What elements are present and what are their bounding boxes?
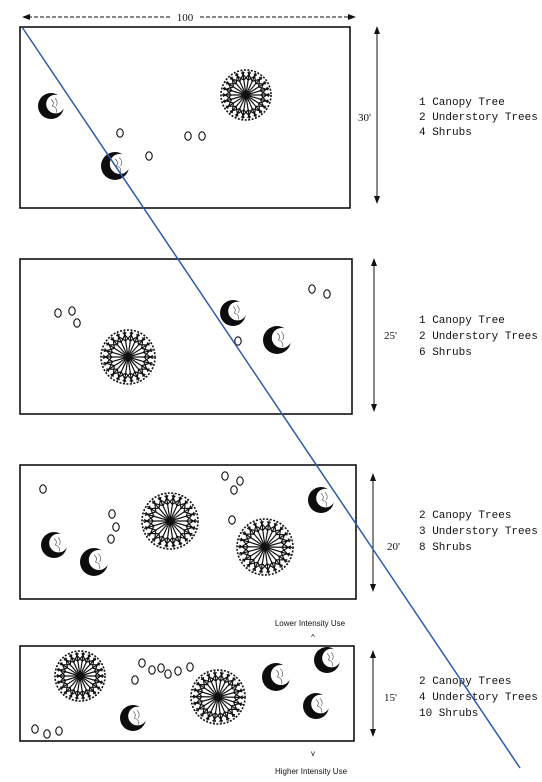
shrub-icon	[73, 318, 81, 328]
panel-3-legend: 2 Canopy Trees 3 Understory Trees 8 Shru…	[419, 510, 538, 554]
higher-intensity-label: Higher Intensity Use	[275, 767, 348, 776]
shrub-icon	[39, 484, 47, 494]
panel-4-legend-shrubs: 10 Shrubs	[419, 708, 478, 720]
shrub-icon	[184, 131, 192, 141]
shrub-icon	[43, 729, 51, 739]
higher-intensity-arrow: v	[311, 749, 315, 758]
shrub-icon	[112, 522, 120, 532]
shrub-icon	[54, 308, 62, 318]
panel-4: 15' 2 Canopy Trees 4 Understory Trees 10…	[19, 645, 538, 742]
panel-3-legend-shrubs: 8 Shrubs	[419, 542, 472, 554]
panel-1-legend-canopy: 1 Canopy Tree	[419, 97, 505, 109]
panel-2: 25' 1 Canopy Tree 2 Understory Trees 6 S…	[19, 258, 538, 415]
canopy-tree-icon	[141, 492, 199, 550]
panel-4-legend: 2 Canopy Trees 4 Understory Trees 10 Shr…	[419, 676, 538, 720]
shrub-icon	[31, 724, 39, 734]
canopy-tree-icon	[100, 329, 156, 385]
panel-2-legend-shrubs: 6 Shrubs	[419, 347, 472, 359]
shrub-icon	[107, 534, 115, 544]
shrub-icon	[138, 658, 146, 668]
shrub-icon	[230, 485, 238, 495]
understory-tree-icon	[303, 693, 330, 719]
shrub-icon	[164, 669, 172, 679]
panel-3-legend-canopy: 2 Canopy Trees	[419, 510, 511, 522]
panel-3-boundary	[19, 464, 357, 600]
shrub-icon	[174, 666, 182, 676]
understory-tree-icon	[120, 705, 147, 731]
understory-tree-icon	[308, 487, 335, 513]
panel-1-legend-shrubs: 4 Shrubs	[419, 127, 472, 139]
panel-3-depth-label: 20'	[387, 541, 400, 553]
panel-1-depth-dimension	[374, 26, 380, 204]
shrub-icon	[221, 471, 229, 481]
shrub-icon	[148, 665, 156, 675]
lower-intensity-label: Lower Intensity Use	[275, 619, 346, 628]
lower-intensity-arrow: ^	[311, 633, 315, 642]
shrub-icon	[145, 151, 153, 161]
shrub-icon	[323, 289, 331, 299]
shrub-icon	[228, 515, 236, 525]
canopy-tree-icon	[54, 650, 106, 702]
understory-tree-icon	[80, 548, 109, 576]
panel-3-legend-understory: 3 Understory Trees	[419, 526, 538, 538]
panel-4-depth-label: 15'	[384, 692, 397, 704]
panel-4-legend-understory: 4 Understory Trees	[419, 692, 538, 704]
shrub-icon	[108, 509, 116, 519]
shrub-icon	[55, 726, 63, 736]
width-label: 100	[177, 12, 194, 24]
shrub-icon	[68, 306, 76, 316]
diagonal-annotation-line	[21, 26, 521, 769]
panel-1-legend-understory: 2 Understory Trees	[419, 112, 538, 124]
width-dimension: 100	[22, 12, 356, 24]
panel-1-depth-label: 30'	[358, 112, 371, 124]
shrub-icon	[236, 476, 244, 486]
panel-2-depth-label: 25'	[384, 330, 397, 342]
panel-2-legend: 1 Canopy Tree 2 Understory Trees 6 Shrub…	[419, 315, 538, 359]
panel-1-boundary	[19, 26, 351, 209]
understory-tree-icon	[314, 647, 341, 673]
panel-1-legend: 1 Canopy Tree 2 Understory Trees 4 Shrub…	[419, 97, 538, 139]
panel-2-depth-dimension	[371, 258, 377, 412]
shrub-icon	[198, 131, 206, 141]
panel-2-boundary	[19, 258, 353, 415]
understory-tree-icon	[38, 93, 65, 119]
canopy-tree-icon	[190, 669, 246, 725]
understory-tree-icon	[41, 532, 68, 558]
canopy-tree-icon	[220, 69, 272, 121]
shrub-icon	[186, 662, 194, 672]
panel-2-legend-canopy: 1 Canopy Tree	[419, 315, 505, 327]
panel-3-depth-dimension	[370, 473, 376, 592]
shrub-icon	[157, 663, 165, 673]
understory-tree-icon	[262, 663, 291, 691]
shrub-icon	[308, 284, 316, 294]
panel-4-legend-canopy: 2 Canopy Trees	[419, 676, 511, 688]
higher-intensity-indicator: v Higher Intensity Use	[275, 749, 348, 776]
panel-2-legend-understory: 2 Understory Trees	[419, 331, 538, 343]
canopy-tree-icon	[236, 518, 294, 576]
shrub-icon	[234, 336, 242, 346]
panel-3: 20' 2 Canopy Trees 3 Understory Trees 8 …	[19, 464, 538, 600]
understory-tree-icon	[220, 300, 247, 326]
shrub-icon	[116, 128, 124, 138]
panel-1: 30' 1 Canopy Tree 2 Understory Trees 4 S…	[19, 26, 538, 209]
shrub-icon	[131, 675, 139, 685]
panel-4-depth-dimension	[370, 650, 376, 737]
lower-intensity-indicator: Lower Intensity Use ^	[275, 619, 346, 642]
panel-4-boundary	[19, 645, 355, 742]
understory-tree-icon	[263, 326, 292, 354]
